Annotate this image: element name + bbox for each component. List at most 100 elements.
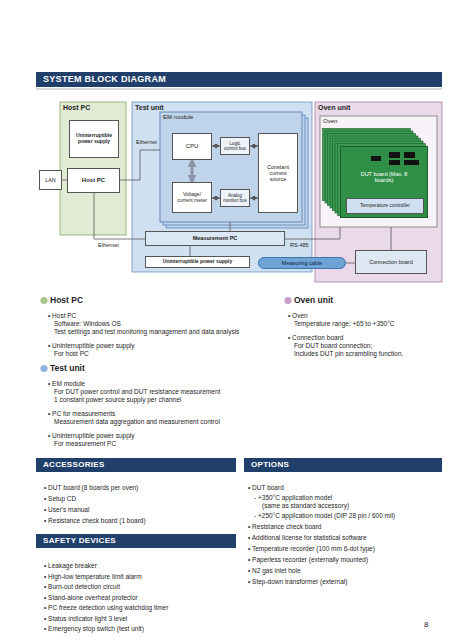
- process-box: CPU: [172, 133, 212, 160]
- node-text: LAN: [45, 177, 56, 183]
- body-text: For host PC: [54, 350, 89, 357]
- heading-dot: [284, 297, 291, 304]
- panel-fill: [315, 102, 442, 282]
- body-text: • Host PC: [48, 312, 76, 319]
- connector: [120, 150, 160, 180]
- node-text: Measurement PC: [193, 235, 238, 241]
- process-box: Connection board: [355, 250, 427, 274]
- connector: [250, 146, 258, 147]
- node-text: Uninterruptible power supply: [72, 133, 116, 145]
- node-text: EM module: [160, 112, 302, 123]
- process-box: Voltage/ current meter: [172, 182, 212, 213]
- body-text: Temperature range: +65 to +350°C: [294, 320, 395, 327]
- node-text: Host PC: [82, 177, 105, 184]
- panel-fill: [60, 102, 126, 235]
- circuit-board: DUT board (Max. 8 boards)Temperature con…: [340, 146, 428, 218]
- network-box: LAN: [39, 170, 62, 190]
- connector: [391, 227, 392, 250]
- body-text: • Resistance check board (1 board): [44, 517, 146, 524]
- section-bar: OPTIONS: [244, 458, 442, 472]
- body-text: • Emergency stop switch (test unit): [44, 625, 144, 632]
- chip: [389, 152, 400, 158]
- node-text: Test unit: [132, 102, 312, 114]
- node-text: OPTIONS: [251, 460, 289, 469]
- node-text: Measuring cable: [282, 260, 322, 266]
- process-box: Temperature controller: [346, 198, 424, 214]
- body-text: • DUT board: [248, 484, 284, 491]
- body-text: 1 constant power source supply per chann…: [54, 396, 181, 403]
- body-text: For DUT board connection;: [294, 342, 372, 349]
- node-text: ACCESSORIES: [43, 460, 105, 469]
- body-text: • EM module: [48, 380, 85, 387]
- bus-arrow: [191, 160, 194, 182]
- section-heading: Oven unit: [294, 296, 333, 306]
- process-box: Constant current source: [258, 133, 298, 213]
- node-text: Logic control bus: [223, 141, 247, 151]
- chip: [404, 160, 419, 165]
- cable-band: Measuring cable: [258, 257, 346, 269]
- body-text: • PC for measurements: [48, 410, 115, 417]
- body-text: • Setup CD: [44, 495, 76, 502]
- heading-dot: [40, 297, 47, 304]
- section-bar: SAFETY DEVICES: [36, 534, 236, 548]
- body-text: • Oven: [288, 312, 308, 319]
- body-text: - +350°C application model: [254, 494, 332, 501]
- chip: [404, 152, 415, 158]
- body-text: For DUT power control and DUT resistance…: [54, 388, 220, 395]
- node-text: Analog monitor bus: [223, 193, 247, 203]
- section-heading: Host PC: [50, 296, 83, 306]
- node-text: Oven: [320, 116, 437, 127]
- edge-label: RS-485: [290, 242, 309, 248]
- section-heading: Test unit: [50, 364, 85, 374]
- module-box: EM moduleCPU Logic control bus Constant cu…: [160, 112, 302, 222]
- connector: [212, 198, 220, 199]
- oven-box: OvenDUT board (Max. 8 boards)Temperature…: [320, 116, 437, 227]
- body-text: Test settings and test monitoring manage…: [54, 328, 239, 335]
- body-text: • DUT board (8 boards per oven): [44, 484, 138, 491]
- bus-box: Analog monitor bus: [220, 189, 250, 207]
- connector: [190, 246, 191, 256]
- body-text: • Temperature recorder (100 mm 6-dot typ…: [248, 545, 375, 552]
- node-text: Connection board: [369, 259, 412, 265]
- panel-fill: [132, 102, 312, 272]
- panel-fill: [320, 116, 437, 227]
- process-box: Host PC: [67, 168, 120, 193]
- body-text: • Status indicator light 3 level: [44, 615, 127, 622]
- connector: [94, 193, 145, 239]
- bus-box: Logic control bus: [220, 137, 250, 155]
- process-box: Measurement PC: [145, 231, 285, 246]
- page-number: 8: [424, 620, 428, 629]
- body-text: Software: Windows OS: [54, 320, 121, 327]
- heading-dot: [40, 365, 47, 372]
- body-text: (same as standard accessory): [262, 502, 349, 509]
- unit-group: Host PCUninterruptible power supplyHost …: [60, 102, 126, 235]
- chip: [389, 160, 400, 165]
- process-box: Uninterruptible power supply: [69, 120, 119, 158]
- edge-label: Ethernet: [98, 242, 119, 248]
- body-text: • N2 gas inlet hole: [248, 567, 301, 574]
- body-text: • Leakage breaker: [44, 562, 97, 569]
- node-text: Oven unit: [315, 102, 442, 114]
- body-text: • PC freeze detection using watchdog tim…: [44, 604, 168, 611]
- body-text: • User's manual: [44, 506, 89, 513]
- node-text: Temperature controller: [360, 203, 410, 209]
- edge-label: Ethernet: [136, 139, 157, 145]
- body-text: • High-low temperature limit alarm: [44, 573, 142, 580]
- node-text: CPU: [186, 143, 199, 150]
- body-text: • Resistance check board: [248, 523, 321, 530]
- body-text: • Burn-out detection circuit: [44, 583, 120, 590]
- body-text: • Connection board: [288, 334, 343, 341]
- panel-fill: [160, 112, 302, 222]
- body-text: Measurement data aggregation and measure…: [54, 418, 220, 425]
- unit-group: Test unitEM moduleCPU Logic control bus Co…: [132, 102, 312, 272]
- body-text: • Additional license for statistical sof…: [248, 534, 367, 541]
- body-text: For measurement PC: [54, 440, 116, 447]
- title-bar: SYSTEM BLOCK DIAGRAM: [36, 72, 442, 87]
- connector: [230, 222, 231, 231]
- body-text: • Uninterruptible power supply: [48, 342, 134, 349]
- board-chips: [341, 147, 429, 169]
- body-text: Includes DUT pin scrambling function.: [294, 350, 403, 357]
- connector: [285, 227, 340, 239]
- body-text: - +250°C application model (DIP 28 pin /…: [254, 512, 395, 519]
